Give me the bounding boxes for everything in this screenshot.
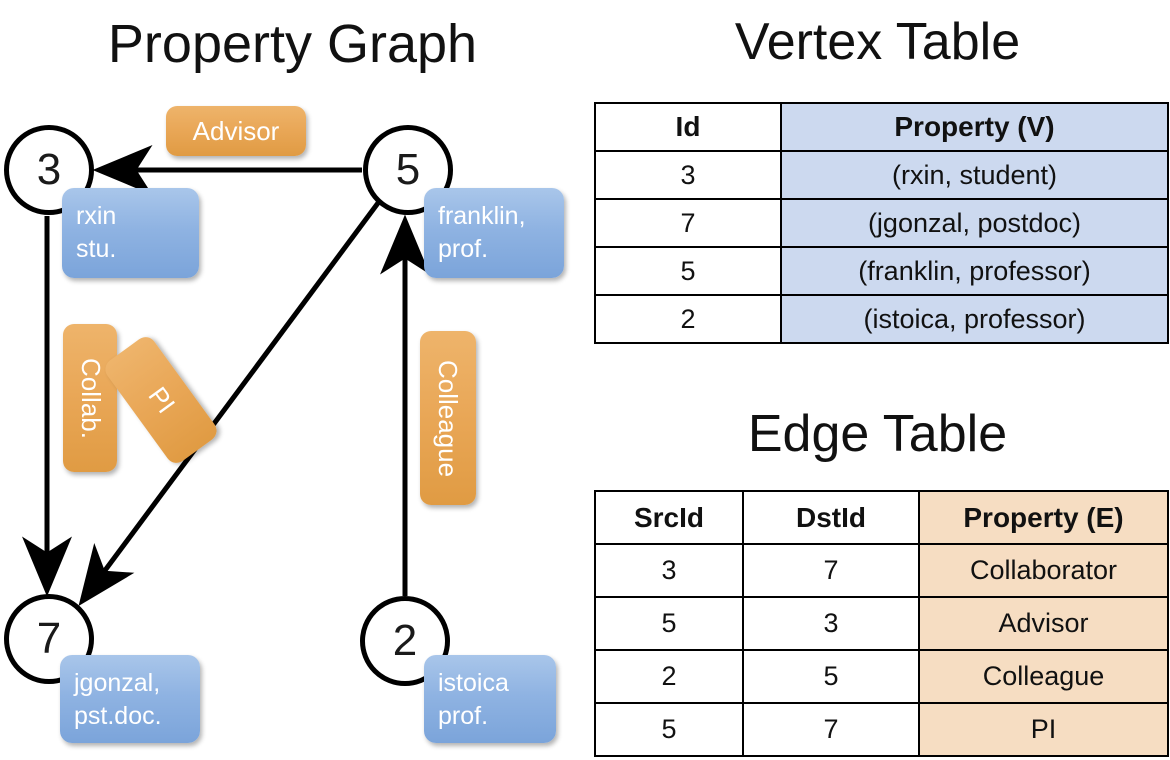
graph-node-2-label: 2 bbox=[392, 616, 418, 665]
graph-edges-layer bbox=[22, 145, 430, 607]
vertex-cell-property: (rxin, student) bbox=[780, 150, 1169, 200]
vertex-cell-property: (jgonzal, postdoc) bbox=[780, 198, 1169, 248]
vertex-table-header-id: Id bbox=[594, 102, 782, 152]
edge-cell-src: 5 bbox=[594, 596, 744, 651]
edge-label-colleague-text: Colleague bbox=[433, 359, 464, 477]
edge-label-advisor: Advisor bbox=[166, 106, 306, 156]
vertex-property-box-7-line1: jgonzal, bbox=[74, 669, 161, 697]
table-row[interactable]: 7 (jgonzal, postdoc) bbox=[594, 198, 1169, 248]
vertex-property-box-5-line1: franklin, bbox=[438, 202, 526, 230]
edge-label-collab: Collab. bbox=[63, 324, 117, 472]
graph-node-5[interactable]: 5 bbox=[363, 125, 453, 215]
table-row[interactable]: 2 5 Colleague bbox=[594, 649, 1169, 704]
vertex-table-header-property: Property (V) bbox=[780, 102, 1169, 152]
edge-cell-property: PI bbox=[918, 702, 1169, 757]
edge-cell-dst: 7 bbox=[742, 702, 920, 757]
edge-cell-src: 2 bbox=[594, 649, 744, 704]
vertex-cell-id: 7 bbox=[594, 198, 782, 248]
vertex-table: Id Property (V) 3 (rxin, student) 7 (jgo… bbox=[594, 102, 1169, 344]
edge-label-pi-text: PI bbox=[142, 380, 181, 419]
table-row[interactable]: 5 3 Advisor bbox=[594, 596, 1169, 651]
property-graph-panel: Property Graph Advisor Collab. P bbox=[4, 14, 564, 743]
vertex-cell-property: (franklin, professor) bbox=[780, 246, 1169, 296]
table-row[interactable]: 5 7 PI bbox=[594, 702, 1169, 757]
edge-table-header-dstid: DstId bbox=[742, 490, 920, 545]
vertex-property-box-5: franklin, prof. bbox=[424, 188, 564, 278]
edge-label-collab-text: Collab. bbox=[75, 357, 106, 439]
vertex-cell-id: 3 bbox=[594, 150, 782, 200]
table-row[interactable]: 5 (franklin, professor) bbox=[594, 246, 1169, 296]
edge-table-header-row: SrcId DstId Property (E) bbox=[594, 490, 1169, 545]
vertex-cell-id: 5 bbox=[594, 246, 782, 296]
vertex-cell-id: 2 bbox=[594, 294, 782, 344]
edge-cell-dst: 7 bbox=[742, 543, 920, 598]
vertex-table-header-row: Id Property (V) bbox=[594, 102, 1169, 152]
vertex-property-box-3-line1: rxin bbox=[76, 202, 117, 230]
graph-node-7-label: 7 bbox=[36, 614, 62, 663]
page-title-edge-table: Edge Table bbox=[747, 405, 1008, 463]
page-title-property-graph: Property Graph bbox=[107, 14, 478, 74]
edge-table: SrcId DstId Property (E) 3 7 Collaborato… bbox=[594, 490, 1169, 757]
table-row[interactable]: 3 7 Collaborator bbox=[594, 543, 1169, 598]
table-row[interactable]: 3 (rxin, student) bbox=[594, 150, 1169, 200]
edge-label-colleague: Colleague bbox=[420, 331, 476, 505]
vertex-property-box-7-line2: pst.doc. bbox=[74, 702, 162, 730]
graph-node-5-label: 5 bbox=[395, 145, 421, 194]
vertex-property-box-2-line2: prof. bbox=[438, 702, 489, 730]
vertex-property-box-5-line2: prof. bbox=[438, 235, 489, 263]
page-title-vertex-table: Vertex Table bbox=[734, 13, 1021, 71]
edge-table-header-property: Property (E) bbox=[918, 490, 1169, 545]
table-row[interactable]: 2 (istoica, professor) bbox=[594, 294, 1169, 344]
edge-cell-dst: 3 bbox=[742, 596, 920, 651]
edge-cell-property: Colleague bbox=[918, 649, 1169, 704]
vertex-property-box-2: istoica prof. bbox=[424, 655, 556, 743]
edge-cell-property: Advisor bbox=[918, 596, 1169, 651]
edge-cell-src: 5 bbox=[594, 702, 744, 757]
edge-label-advisor-text: Advisor bbox=[192, 115, 280, 146]
edge-cell-src: 3 bbox=[594, 543, 744, 598]
vertex-cell-property: (istoica, professor) bbox=[780, 294, 1169, 344]
edge-table-header-srcid: SrcId bbox=[594, 490, 744, 545]
edge-pi-5-to-7 bbox=[78, 201, 381, 607]
vertex-property-box-7: jgonzal, pst.doc. bbox=[60, 655, 200, 743]
edge-cell-property: Collaborator bbox=[918, 543, 1169, 598]
graph-node-3-label: 3 bbox=[36, 145, 62, 194]
vertex-property-box-3-line2: stu. bbox=[76, 235, 117, 263]
edge-cell-dst: 5 bbox=[742, 649, 920, 704]
graph-node-2[interactable]: 2 bbox=[360, 596, 450, 686]
vertex-property-box-3: rxin stu. bbox=[62, 188, 199, 278]
vertex-property-box-2-line1: istoica bbox=[438, 669, 509, 697]
